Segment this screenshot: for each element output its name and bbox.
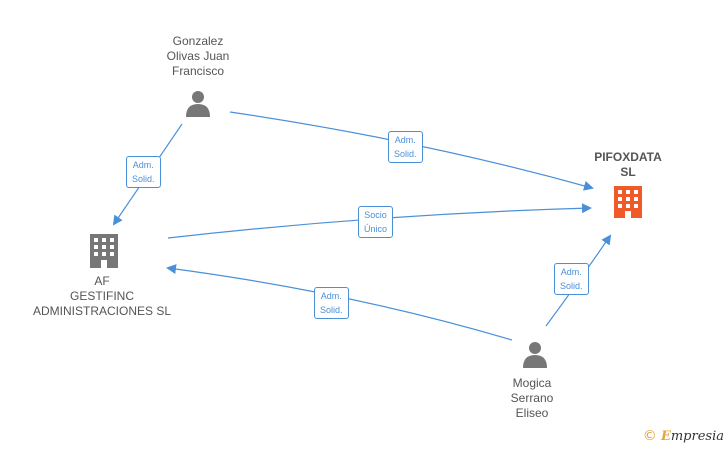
node-label-gonzalez[interactable]: Gonzalez Olivas Juan Francisco: [166, 34, 230, 78]
building-icon[interactable]: [614, 186, 642, 218]
edge-label-gonzalez-pifoxdata: Adm. Solid.: [388, 131, 423, 163]
person-icon[interactable]: [523, 342, 547, 368]
brand-name: mpresia: [670, 429, 724, 444]
edge-label-af-pifoxdata: Socio Único: [358, 206, 394, 238]
brand-initial: E: [660, 429, 671, 444]
edge-label-mogica-af: Adm. Solid.: [314, 287, 349, 319]
copyright-symbol: ©: [642, 428, 657, 444]
edge-label-mogica-pifoxdata: Adm. Solid.: [554, 263, 589, 295]
empresia-logo: © Empresia: [643, 428, 724, 444]
person-icon[interactable]: [186, 91, 210, 117]
edge-label-gonzalez-af: Adm. Solid.: [126, 156, 161, 188]
node-label-mogica[interactable]: Mogica Serrano Eliseo: [510, 376, 554, 420]
building-icon[interactable]: [90, 234, 118, 268]
node-label-af[interactable]: AF GESTIFINC ADMINISTRACIONES SL: [32, 274, 172, 318]
node-label-pifoxdata[interactable]: PIFOXDATA SL: [594, 150, 662, 179]
